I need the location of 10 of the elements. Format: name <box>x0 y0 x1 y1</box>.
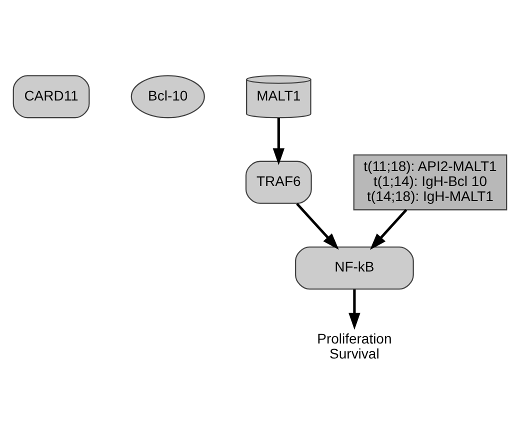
arrow <box>272 118 285 165</box>
node-box: TRAF6 <box>245 160 312 204</box>
arrow <box>370 208 408 250</box>
node-box: t(11;18): API2-MALT1 t(1;14): IgH-Bcl 10 t(14;18): IgH-MALT1 <box>353 154 508 210</box>
node-text: Proliferation Survival <box>317 330 392 362</box>
node-box: CARD11 <box>12 74 90 118</box>
arrow <box>348 288 360 330</box>
arrow <box>296 202 339 250</box>
node-box: NF-kB <box>294 246 414 290</box>
node-ellipse: Bcl-10 <box>130 74 205 118</box>
